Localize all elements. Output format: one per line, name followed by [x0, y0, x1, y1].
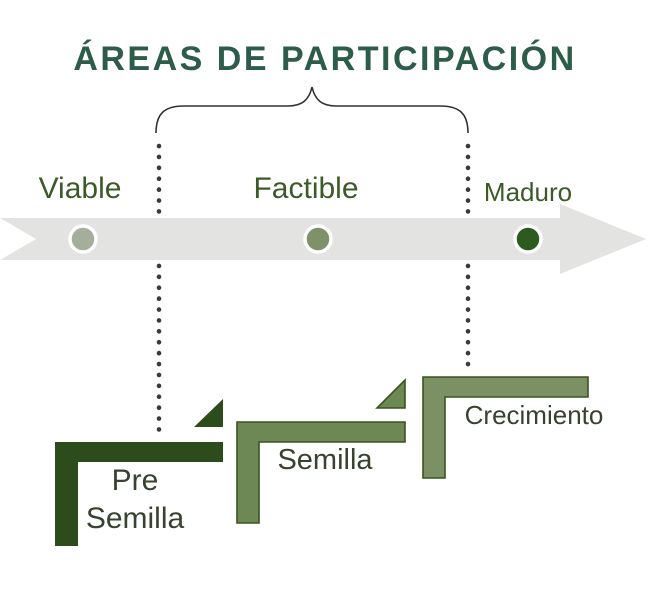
stage-label-maduro: Maduro: [483, 177, 573, 207]
step-bracket-semilla: [236, 421, 406, 524]
stage-label-factible: Factible: [253, 172, 359, 205]
stage-dot-maduro: [513, 224, 543, 254]
step-label-line2: Semilla: [85, 502, 185, 535]
ramp-triangle-icon: [194, 399, 223, 427]
page-title: ÁREAS DE PARTICIPACIÓN: [73, 40, 577, 78]
step-label-semilla: Semilla: [277, 444, 373, 476]
ramp-triangle-icon: [375, 378, 406, 409]
stage-label-viable: Viable: [38, 172, 122, 205]
step-bracket-pre-semilla: [55, 442, 223, 546]
stage-dot-factible: [303, 224, 333, 254]
brace-icon: [155, 86, 469, 134]
stage-dot-viable: [68, 224, 98, 254]
step-label-pre-semilla: Pre Semilla: [70, 462, 200, 538]
step-label-line1: Pre: [111, 464, 159, 497]
step-bracket-crecimiento: [422, 376, 589, 479]
step-label-crecimiento: Crecimiento: [464, 400, 604, 430]
